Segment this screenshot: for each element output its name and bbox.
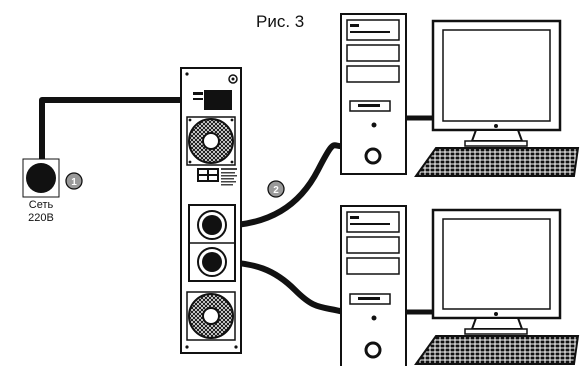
fan-grille-icon [186, 291, 236, 341]
cable-to-pc-2 [215, 259, 347, 315]
floppy-drive-icon [349, 293, 391, 305]
fan-grille-icon [186, 116, 236, 166]
outlet-label-line2: 220В [28, 212, 54, 224]
outlet-label: Сеть 220В [14, 199, 68, 225]
outlet-label-line1: Сеть [28, 199, 54, 211]
keyboard-icon [414, 147, 580, 177]
figure-title: Рис. 3 [256, 12, 305, 31]
screw-icon [185, 345, 189, 349]
ups-unit [180, 67, 242, 354]
marker-2: 2 [267, 180, 285, 198]
power-button-icon [364, 341, 382, 359]
output-socket-panel [188, 204, 236, 282]
cable-mains [39, 97, 196, 176]
pc-tower-icon [340, 205, 407, 366]
mains-input-socket [193, 90, 232, 110]
keyboard-icon [414, 335, 580, 365]
socket-icon [197, 247, 227, 277]
crt-monitor-icon [431, 19, 562, 147]
marker-1-label: 1 [71, 177, 77, 188]
cable-to-pc-1 [215, 142, 347, 229]
marker-2-label: 2 [273, 185, 279, 196]
socket-icon [197, 210, 227, 240]
floppy-drive-icon [349, 100, 391, 112]
screw-icon [234, 345, 238, 349]
power-outlet-icon [22, 158, 60, 198]
screw-icon [185, 72, 189, 76]
marker-1: 1 [65, 172, 83, 190]
power-button-icon [364, 147, 382, 165]
pc-tower-icon [340, 13, 407, 175]
crt-monitor-icon [431, 208, 562, 335]
control-block [197, 168, 237, 186]
